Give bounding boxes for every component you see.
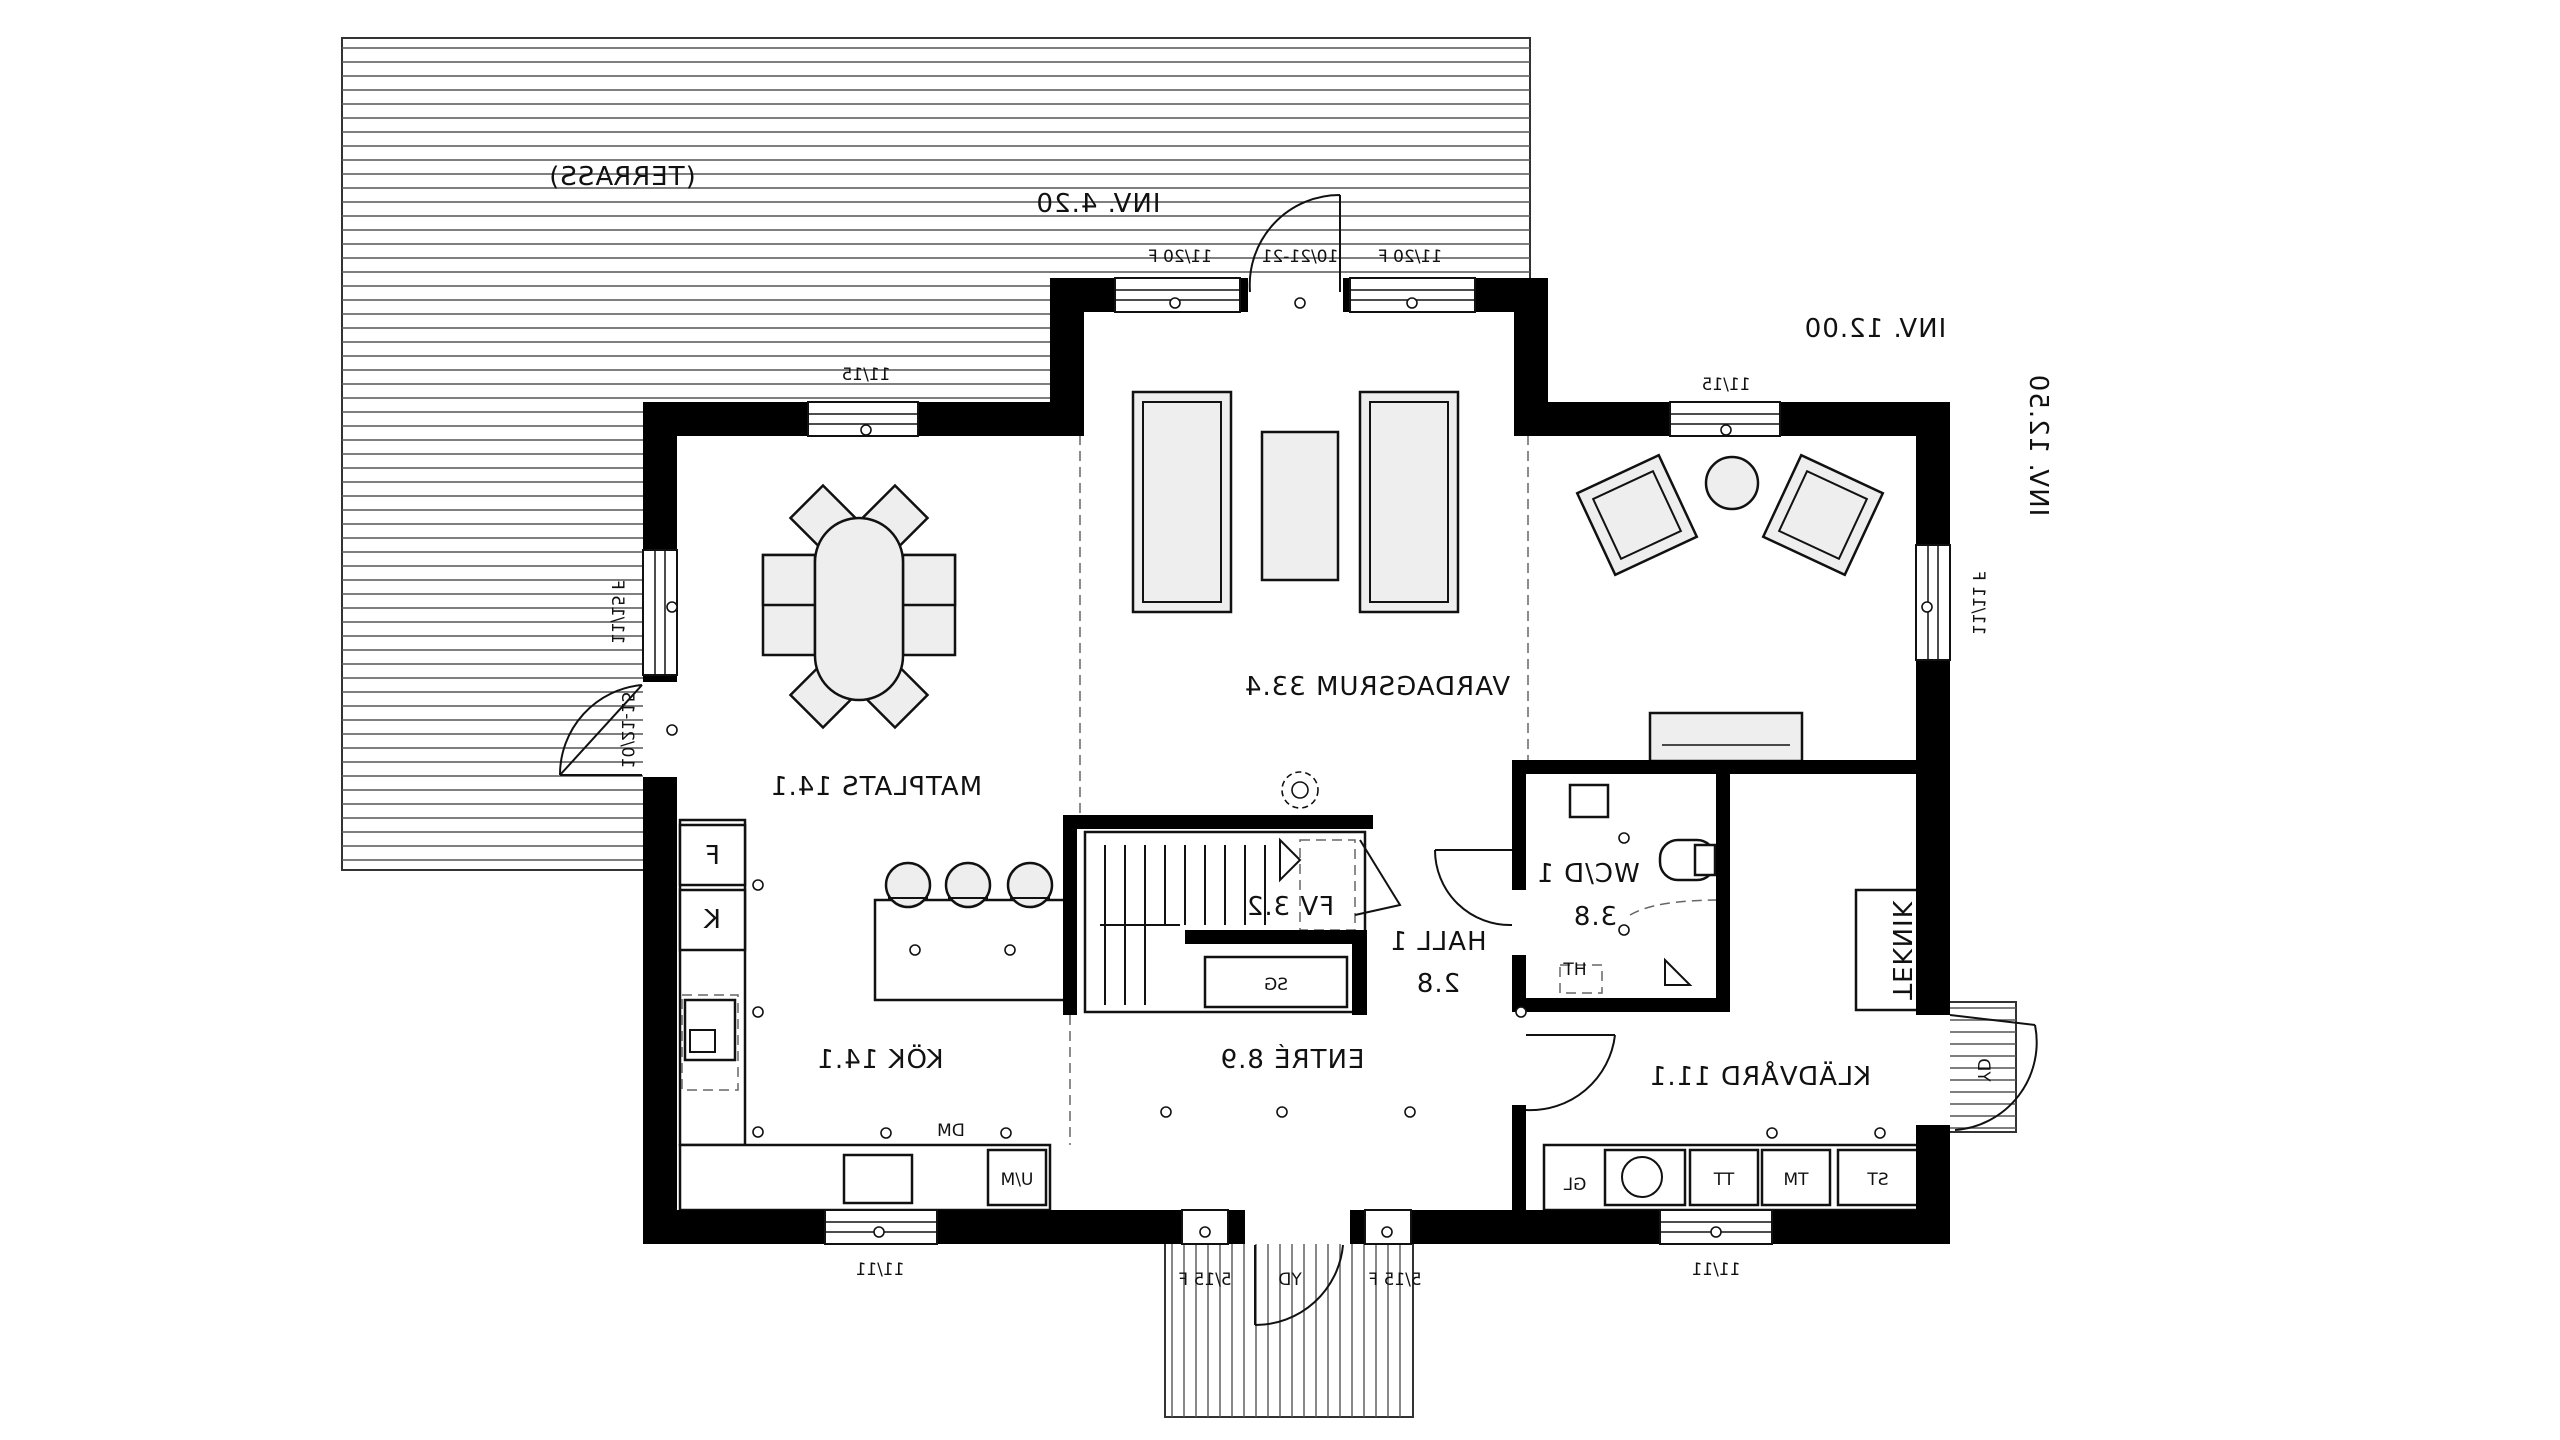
wc-fixtures: [1559, 783, 1717, 994]
room-vardagsrum: VARDAGSRUM 33.4: [1244, 672, 1510, 702]
fixture-laundry-tt: TT: [1713, 1170, 1735, 1190]
room-wc-name: WC/D 1: [1536, 859, 1639, 889]
room-teknik: TEKNIK: [1886, 900, 1916, 1001]
kitchen-counters: [678, 818, 1052, 1212]
door-west: 10/21-15: [617, 692, 637, 769]
level-east-rotated: INV. 12.50: [2023, 374, 2053, 517]
fixture-laundry-st: ST: [1867, 1170, 1889, 1190]
window-top-right: 11/20 F: [1378, 247, 1442, 267]
window-south-right: 11/11: [1692, 1260, 1741, 1280]
shoe-cabinet: [1203, 955, 1349, 1009]
door-top: 10/21-21: [1262, 247, 1339, 267]
window-south-left: 11/11: [856, 1260, 905, 1280]
living-room-furniture: [1131, 390, 1460, 614]
window-entry-right: 5/15 F: [1368, 1270, 1421, 1290]
room-wc-area: 3.8: [1573, 902, 1617, 932]
fixture-hat-shelf: HT: [1563, 960, 1587, 980]
fixture-fridge: K: [703, 905, 721, 935]
dining-set: [761, 483, 957, 730]
entry-step-deck: [1164, 1231, 1414, 1418]
room-hall-name: HALL 1: [1389, 927, 1486, 957]
fixture-laundry-tm: TM: [1783, 1170, 1809, 1190]
window-entry-left: 5/15 F: [1178, 1270, 1231, 1290]
window-east: 11/11 F: [1968, 571, 1988, 635]
window-top-left: 11/20 F: [1148, 247, 1212, 267]
room-dividers: [1069, 435, 1721, 1145]
fixture-freezer: F: [704, 841, 720, 871]
terrace-label: (TERRASS): [548, 162, 695, 192]
windows: [642, 277, 1951, 1245]
kitchen-island: [873, 861, 1072, 1002]
room-hall-area: 2.8: [1416, 969, 1460, 999]
fixture-shoe-cabinet: SG: [1264, 975, 1288, 995]
window-north-right: 11/15: [1702, 375, 1751, 395]
ceiling-lights: [666, 297, 1933, 1238]
laundry-counter: [1542, 1143, 1930, 1212]
fixture-microwave: U/M: [1001, 1170, 1034, 1190]
window-north-left: 11/15: [842, 365, 891, 385]
room-entre: ENTRÉ 8.9: [1220, 1043, 1365, 1075]
fixture-dishwasher: DM: [937, 1121, 965, 1141]
teknik-cabinet: [1854, 888, 1920, 1012]
fixture-laundry-gl: GL: [1563, 1175, 1586, 1195]
window-west-upper: 11/15 F: [607, 580, 627, 644]
sitting-area: [1575, 453, 1885, 763]
fixture-door-south: YD: [1278, 1270, 1302, 1290]
level-terrace: INV. 4.20: [1036, 189, 1161, 219]
fixture-door-east: YD: [1973, 1058, 1993, 1082]
room-kok: KÖK 14.1: [816, 1043, 943, 1075]
plan-labels: (TERRASS) INV. 4.20 INV. 12.00 INV. 12.5…: [548, 162, 2053, 1290]
room-kladvard: KLÄDVÅRD 11.1: [1649, 1060, 1871, 1092]
room-matplats: MATPLATS 14.1: [770, 772, 982, 802]
doors: [558, 193, 2038, 1327]
level-east: INV. 12.00: [1804, 314, 1947, 344]
room-fv: FV 3.2: [1246, 892, 1334, 922]
